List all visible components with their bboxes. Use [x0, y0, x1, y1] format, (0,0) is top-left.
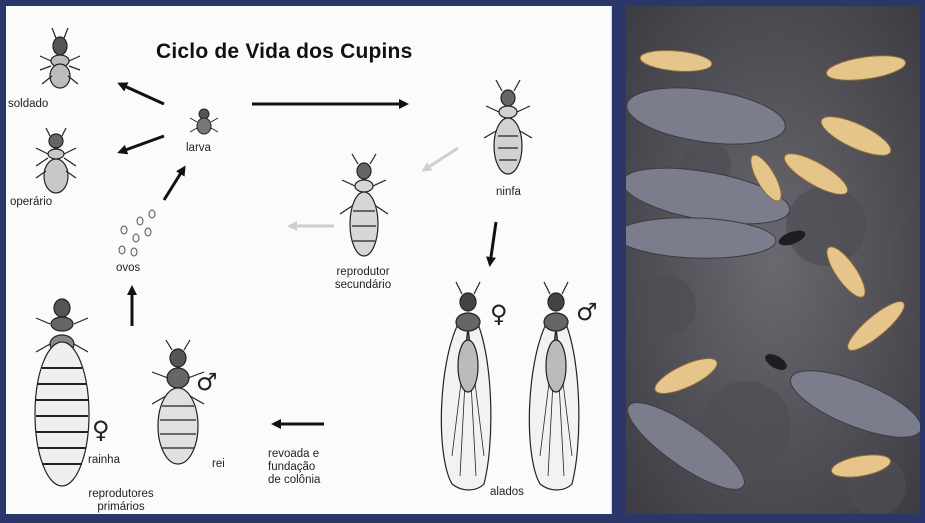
- label-reprodutor-secundario: reprodutor secundário: [328, 266, 398, 292]
- label-reprodutores-primarios-line2: primários: [76, 501, 166, 514]
- label-reprodutores-primarios: reprodutores primários: [76, 488, 166, 514]
- female-symbol-rainha: ♀: [92, 418, 110, 442]
- life-cycle-diagram: Ciclo de Vida dos Cupins: [6, 6, 612, 514]
- label-reprodutores-primarios-line1: reprodutores: [76, 488, 166, 501]
- label-ovos: ovos: [116, 262, 140, 275]
- arrow-ninfa-to-secundario: [424, 148, 458, 170]
- male-symbol-alado: ♂: [576, 300, 598, 324]
- operario-icon: [36, 128, 76, 193]
- label-alados: alados: [490, 486, 524, 499]
- ninfa-icon: [484, 80, 532, 174]
- label-larva: larva: [186, 142, 211, 155]
- arrow-ninfa-to-alados: [490, 222, 496, 264]
- label-reprodutor-secundario-line1: reprodutor: [328, 266, 398, 279]
- label-operario: operário: [10, 196, 52, 209]
- photo-art: [626, 6, 920, 514]
- termite-swarm-photo: [626, 6, 920, 514]
- rei-icon: [152, 340, 204, 464]
- male-symbol-rei: ♂: [196, 370, 218, 394]
- alado-macho-icon: [529, 282, 579, 490]
- female-symbol-alado: ♀: [490, 302, 508, 326]
- rainha-icon: [35, 299, 89, 486]
- reprodutor-secundario-icon: [340, 154, 388, 256]
- arrow-larva-to-soldado: [120, 84, 164, 104]
- soldado-icon: [40, 28, 80, 88]
- ovos-icon: [119, 210, 155, 256]
- label-rainha: rainha: [88, 454, 120, 467]
- larva-icon: [190, 109, 218, 134]
- label-rei: rei: [212, 458, 225, 471]
- label-reprodutor-secundario-line2: secundário: [328, 279, 398, 292]
- label-revoada-line1: revoada e: [268, 448, 320, 461]
- label-ninfa: ninfa: [496, 186, 521, 199]
- alado-femea-icon: [441, 282, 491, 490]
- label-revoada: revoada e fundação de colônia: [268, 448, 320, 487]
- arrow-larva-to-operario: [120, 136, 164, 152]
- label-revoada-line3: de colônia: [268, 474, 320, 487]
- arrow-ovos-to-larva: [164, 168, 184, 200]
- label-soldado: soldado: [8, 98, 48, 111]
- label-revoada-line2: fundação: [268, 461, 320, 474]
